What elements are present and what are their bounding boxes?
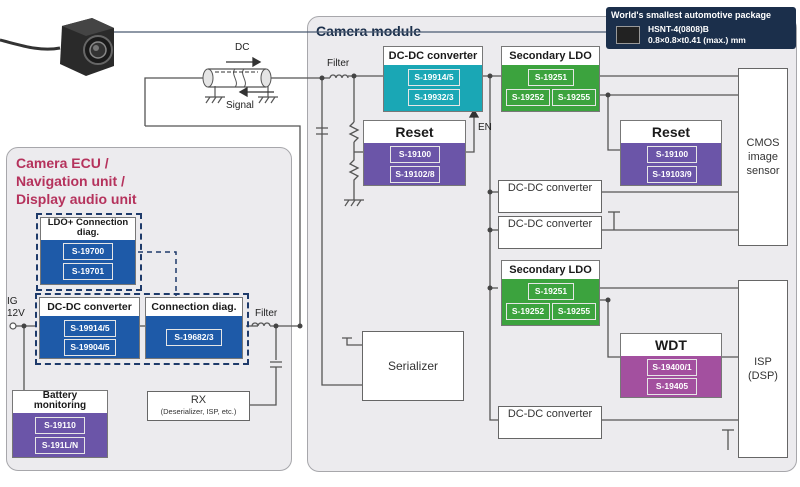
camera-dcdc-box-2: DC-DC converter — [498, 216, 602, 249]
isp-label: ISP (DSP) — [748, 356, 778, 382]
serializer-box: Serializer — [362, 331, 464, 401]
secondary-ldo-1-chip: S-19252 — [506, 89, 550, 106]
ecu-dcdc-chip: S-19904/5 — [64, 339, 116, 356]
secondary-ldo-1-block: Secondary LDO S-19251 S-19252 S-19255 — [501, 46, 600, 112]
wdt-title: WDT — [621, 334, 721, 356]
reset-1-title: Reset — [364, 121, 465, 143]
secondary-ldo-1-chip: S-19255 — [552, 89, 596, 106]
camera-dcdc-block: DC-DC converter S-19914/5 S-19932/3 — [383, 46, 483, 112]
ecu-ldo-title: LDO+ Connection diag. — [41, 218, 135, 240]
battery-monitoring-chip: S-191L/N — [35, 437, 85, 454]
rx-title: RX — [190, 394, 207, 406]
wdt-chip: S-19405 — [647, 378, 697, 395]
secondary-ldo-1-title: Secondary LDO — [502, 47, 599, 65]
isp-box: ISP (DSP) — [738, 280, 788, 458]
rx-subtitle: (Deserializer, ISP, etc.) — [160, 407, 237, 416]
reset-1-block: Reset S-19100 S-19102/8 — [363, 120, 466, 186]
camera-dcdc-chip: S-19932/3 — [408, 89, 460, 106]
cmos-label: CMOS image sensor — [746, 137, 780, 177]
package-chip-icon — [616, 26, 640, 44]
camera-dcdc-box-1: DC-DC converter — [498, 180, 602, 213]
ecu-ldo-block: LDO+ Connection diag. S-19700 S-19701 — [40, 217, 136, 285]
reset-2-title: Reset — [621, 121, 721, 143]
secondary-ldo-2-block: Secondary LDO S-19251 S-19252 S-19255 — [501, 260, 600, 326]
ecu-dcdc-chip: S-19914/5 — [64, 320, 116, 337]
battery-monitoring-chip: S-19110 — [35, 417, 85, 434]
rx-box: RX (Deserializer, ISP, etc.) — [147, 391, 250, 421]
secondary-ldo-2-chip: S-19255 — [552, 303, 596, 320]
battery-monitoring-title: Battery monitoring — [13, 391, 107, 413]
secondary-ldo-2-title: Secondary LDO — [502, 261, 599, 279]
ecu-power-dashed-frame — [35, 293, 249, 365]
secondary-ldo-1-chip: S-19251 — [528, 69, 574, 86]
ecu-conn-diag-chip: S-19682/3 — [166, 329, 222, 346]
camera-dcdc-box-3: DC-DC converter — [498, 406, 602, 439]
camera-filter-label: Filter — [327, 58, 350, 69]
reset-2-block: Reset S-19100 S-19103/9 — [620, 120, 722, 186]
battery-monitoring-block: Battery monitoring S-19110 S-191L/N — [12, 390, 108, 458]
wdt-block: WDT S-19400/1 S-19405 — [620, 333, 722, 398]
en-label: EN — [478, 122, 492, 133]
camera-ecu-title-line-1: Camera ECU / — [16, 155, 109, 171]
camera-ecu-title-line-3: Display audio unit — [16, 191, 137, 207]
camera-image — [56, 14, 118, 80]
camera-ecu-title-line-2: Navigation unit / — [16, 173, 125, 189]
package-title: World's smallest automotive package — [611, 10, 772, 20]
wdt-chip: S-19400/1 — [647, 359, 697, 376]
reset-1-chip: S-19100 — [390, 146, 440, 163]
dc-label: DC — [235, 42, 250, 53]
reset-1-chip: S-19102/8 — [390, 166, 440, 183]
ecu-conn-diag-block: Connection diag. S-19682/3 — [145, 297, 243, 359]
ig-12v-label: IG 12V — [7, 296, 25, 319]
package-callout: World's smallest automotive package HSNT… — [606, 7, 796, 49]
ecu-dcdc-title: DC-DC converter — [40, 298, 139, 316]
camera-module-title: Camera module — [316, 23, 422, 39]
ecu-ldo-chip: S-19701 — [63, 263, 113, 280]
secondary-ldo-2-chip: S-19252 — [506, 303, 550, 320]
ecu-ldo-dashed-frame — [36, 213, 142, 291]
ecu-ldo-chip: S-19700 — [63, 243, 113, 260]
signal-label: Signal — [226, 100, 254, 111]
reset-2-chip: S-19100 — [647, 146, 697, 163]
ecu-filter-label: Filter — [255, 308, 278, 319]
camera-dcdc-chip: S-19914/5 — [408, 69, 460, 86]
reset-2-chip: S-19103/9 — [647, 166, 697, 183]
secondary-ldo-2-chip: S-19251 — [528, 283, 574, 300]
package-part: HSNT-4(0808)B — [648, 24, 709, 34]
package-size: 0.8×0.8×t0.41 (max.) mm — [648, 35, 746, 45]
camera-dcdc-title: DC-DC converter — [384, 47, 482, 65]
ecu-dcdc-block: DC-DC converter S-19914/5 S-19904/5 — [39, 297, 140, 359]
cmos-image-sensor-box: CMOS image sensor — [738, 68, 788, 246]
ecu-conn-diag-title: Connection diag. — [146, 298, 242, 316]
